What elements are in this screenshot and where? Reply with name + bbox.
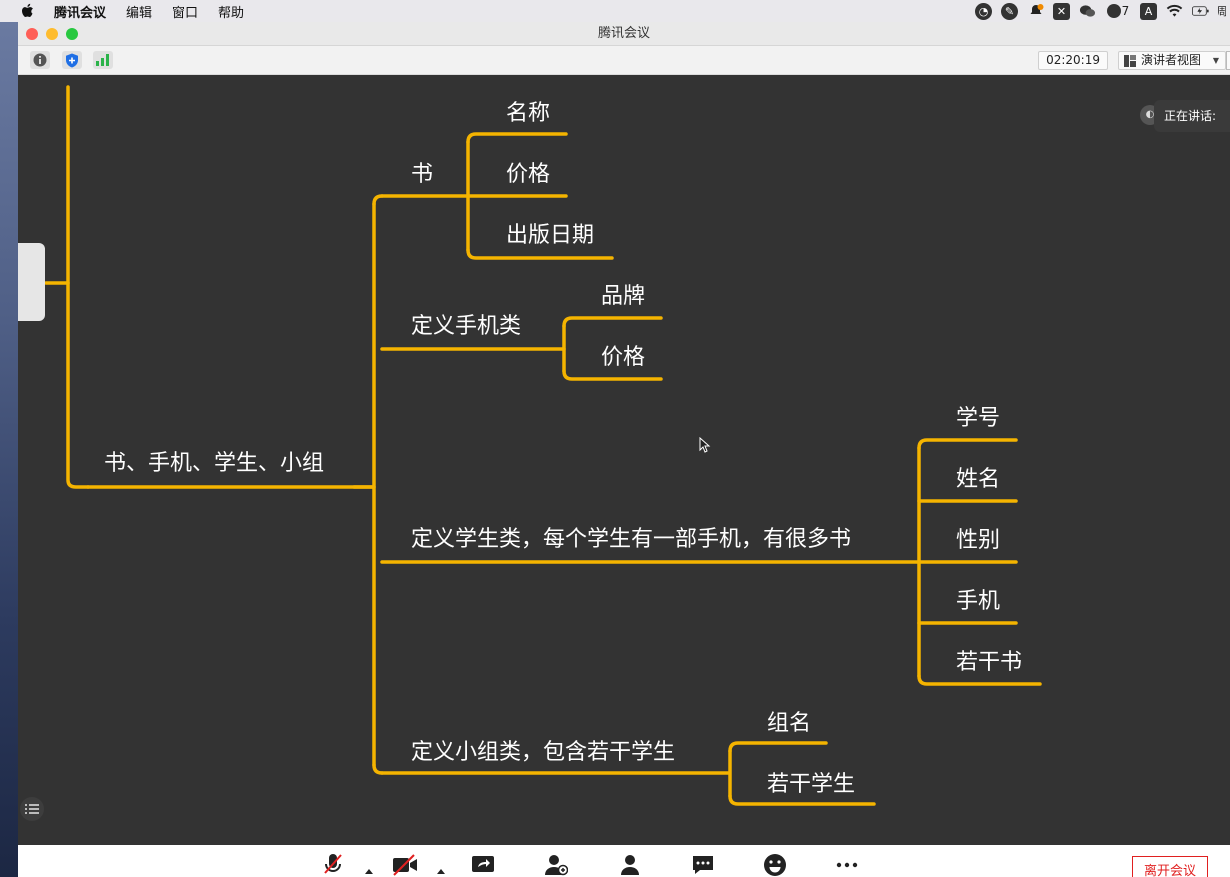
student-child-2[interactable]: 性别 xyxy=(956,528,1000,553)
layout-icon xyxy=(1124,54,1136,67)
zoom-window-button[interactable] xyxy=(66,28,78,40)
wechat-icon[interactable] xyxy=(1079,3,1096,20)
invite-member-icon[interactable] xyxy=(544,853,569,877)
book-children-link-0 xyxy=(466,132,568,144)
meeting-controls-bar: 离开会议 xyxy=(18,845,1230,877)
chevron-down-icon: ▼ xyxy=(1212,56,1219,65)
book-child-1[interactable]: 价格 xyxy=(506,162,550,187)
status-tray: ◔ ✎ ✕ 7 A 周 xyxy=(975,0,1230,22)
shared-screen: 书、手机、学生、小组 书定义手机类定义学生类，每个学生有一部手机，有很多书定义小组… xyxy=(18,75,1230,845)
view-mode-dropdown[interactable]: 演讲者视图 ▼ xyxy=(1118,51,1226,70)
meeting-toolbar: 02:20:19 演讲者视图 ▼ xyxy=(18,46,1230,75)
input-method-icon[interactable]: A xyxy=(1140,2,1157,20)
speaking-indicator: 正在讲话: xyxy=(1154,100,1230,132)
root-upper-connector xyxy=(66,85,90,489)
book-children-link-2 xyxy=(466,248,614,260)
tray-badge-icon[interactable]: 7 xyxy=(1105,3,1131,20)
group-child-1[interactable]: 若干学生 xyxy=(767,772,855,797)
security-button[interactable] xyxy=(62,51,82,69)
signal-bars-icon xyxy=(96,54,109,66)
group-children-link-1 xyxy=(728,794,876,806)
student-children-link-4 xyxy=(917,674,1042,686)
evernote-icon[interactable]: ✎ xyxy=(1001,2,1018,20)
outline-list-icon[interactable] xyxy=(20,797,44,821)
group-children-link-0 xyxy=(728,741,828,753)
mouse-cursor-icon xyxy=(699,437,711,453)
mic-options-caret[interactable] xyxy=(365,869,373,874)
student-child-3[interactable]: 手机 xyxy=(956,589,1000,614)
info-icon xyxy=(33,53,47,67)
share-screen-icon[interactable] xyxy=(471,853,495,877)
stop-video-icon[interactable] xyxy=(392,853,417,877)
branch-node-1[interactable]: 定义手机类 xyxy=(411,314,521,339)
leave-meeting-button[interactable]: 离开会议 xyxy=(1132,856,1208,877)
student-child-4[interactable]: 若干书 xyxy=(956,650,1022,675)
meeting-info-button[interactable] xyxy=(30,51,50,69)
meeting-window: 腾讯会议 02:20:19 演讲者视图 ▼ 书、手机、学生、小组 书定义手机类定义… xyxy=(18,22,1230,877)
network-status-button[interactable] xyxy=(93,51,113,69)
tray-app-icon[interactable]: ◔ xyxy=(975,2,992,20)
group-child-0[interactable]: 组名 xyxy=(767,711,811,736)
desktop-wallpaper xyxy=(0,22,18,877)
video-options-caret[interactable] xyxy=(437,869,445,874)
view-mode-label: 演讲者视图 xyxy=(1141,53,1202,67)
menu-app-name[interactable]: 腾讯会议 xyxy=(54,5,107,21)
shield-icon xyxy=(66,53,78,67)
menu-window[interactable]: 窗口 xyxy=(172,5,199,21)
student-child-1[interactable]: 姓名 xyxy=(956,467,1000,492)
menubar-clock-text[interactable]: 周 xyxy=(1218,5,1226,18)
student-child-0[interactable]: 学号 xyxy=(956,406,1000,431)
window-title: 腾讯会议 xyxy=(597,26,650,41)
tray-x-icon[interactable]: ✕ xyxy=(1053,2,1070,20)
notification-bell-icon[interactable] xyxy=(1027,3,1044,20)
branch-node-0[interactable]: 书 xyxy=(411,162,433,187)
mindmap-root-node[interactable]: 书、手机、学生、小组 xyxy=(104,451,324,476)
tray-badge-count: 7 xyxy=(1121,4,1130,18)
close-window-button[interactable] xyxy=(26,28,38,40)
chat-icon[interactable] xyxy=(691,853,715,877)
book-child-2[interactable]: 出版日期 xyxy=(506,223,594,248)
branch-node-3[interactable]: 定义小组类，包含若干学生 xyxy=(411,740,675,765)
apple-icon[interactable] xyxy=(20,3,34,19)
window-titlebar: 腾讯会议 xyxy=(18,22,1230,46)
student-children-link-0 xyxy=(917,438,1018,450)
mute-microphone-icon[interactable] xyxy=(321,853,345,877)
phone-child-1[interactable]: 价格 xyxy=(601,345,645,370)
wifi-icon[interactable] xyxy=(1166,3,1183,20)
phone-child-0[interactable]: 品牌 xyxy=(601,284,645,309)
minimize-window-button[interactable] xyxy=(46,28,58,40)
branch-node-2[interactable]: 定义学生类，每个学生有一部手机，有很多书 xyxy=(411,527,851,552)
book-child-0[interactable]: 名称 xyxy=(506,101,550,126)
menu-help[interactable]: 帮助 xyxy=(218,5,245,21)
phone-children-link-0 xyxy=(562,316,663,328)
meeting-timer: 02:20:19 xyxy=(1038,51,1108,70)
mindmap: 书、手机、学生、小组 书定义手机类定义学生类，每个学生有一部手机，有很多书定义小组… xyxy=(44,85,1042,806)
participants-icon[interactable] xyxy=(618,853,642,877)
macos-menubar: 腾讯会议 编辑 窗口 帮助 ◔ ✎ ✕ 7 A 周 xyxy=(0,0,1230,22)
menu-edit[interactable]: 编辑 xyxy=(126,5,153,21)
phone-children-link-1 xyxy=(562,369,663,381)
battery-icon[interactable] xyxy=(1192,3,1209,20)
more-options-icon[interactable] xyxy=(835,853,859,877)
reactions-smiley-icon[interactable] xyxy=(763,853,787,877)
fullscreen-button[interactable] xyxy=(1226,51,1230,70)
side-panel-handle[interactable] xyxy=(18,243,45,321)
